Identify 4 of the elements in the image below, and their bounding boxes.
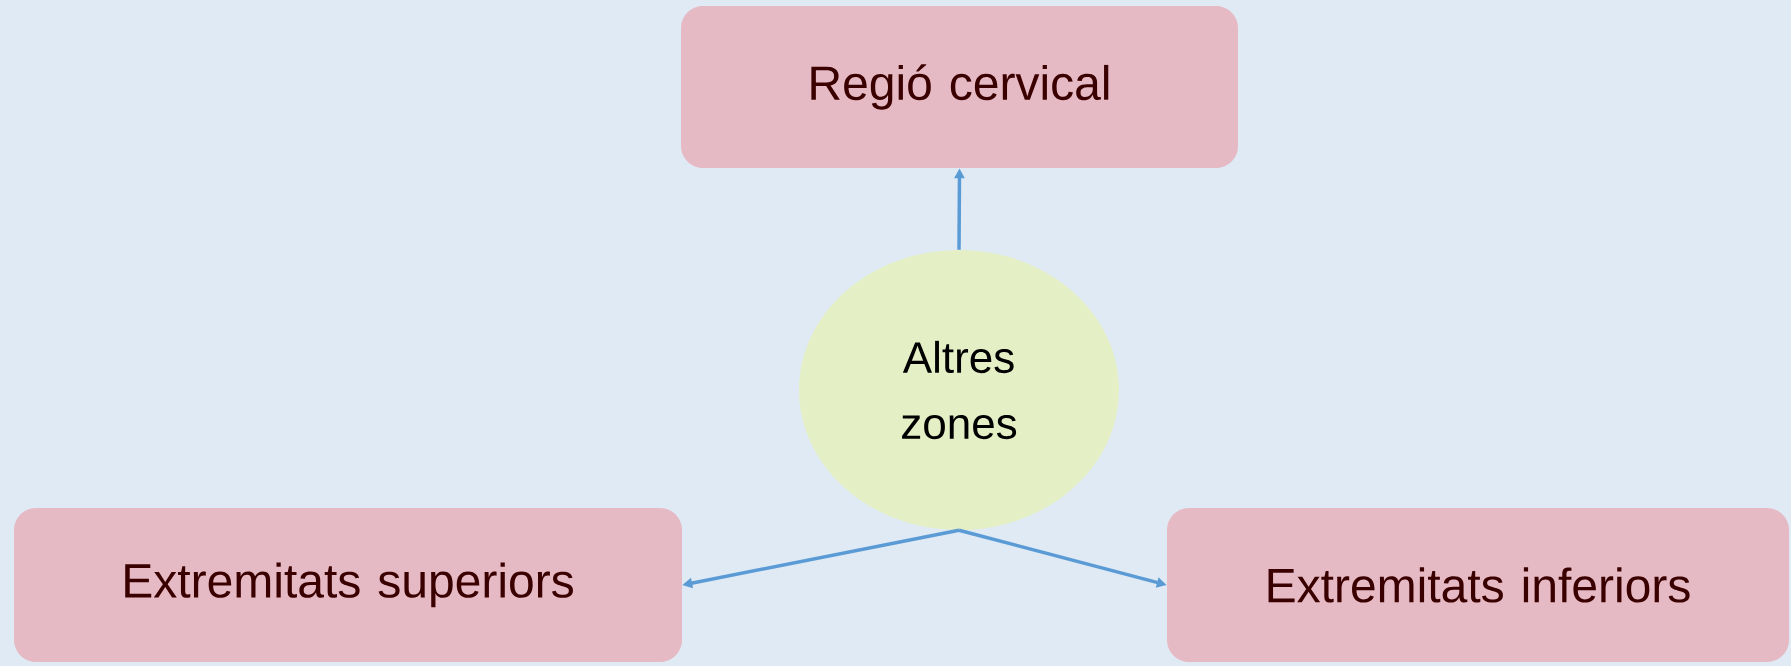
rounded-box: Extremitats inferiors [1167, 508, 1789, 662]
oval-node: Altres zones [799, 250, 1119, 530]
rounded-box: Regió cervical [681, 6, 1238, 168]
rounded-box: Extremitats superiors [14, 508, 682, 662]
